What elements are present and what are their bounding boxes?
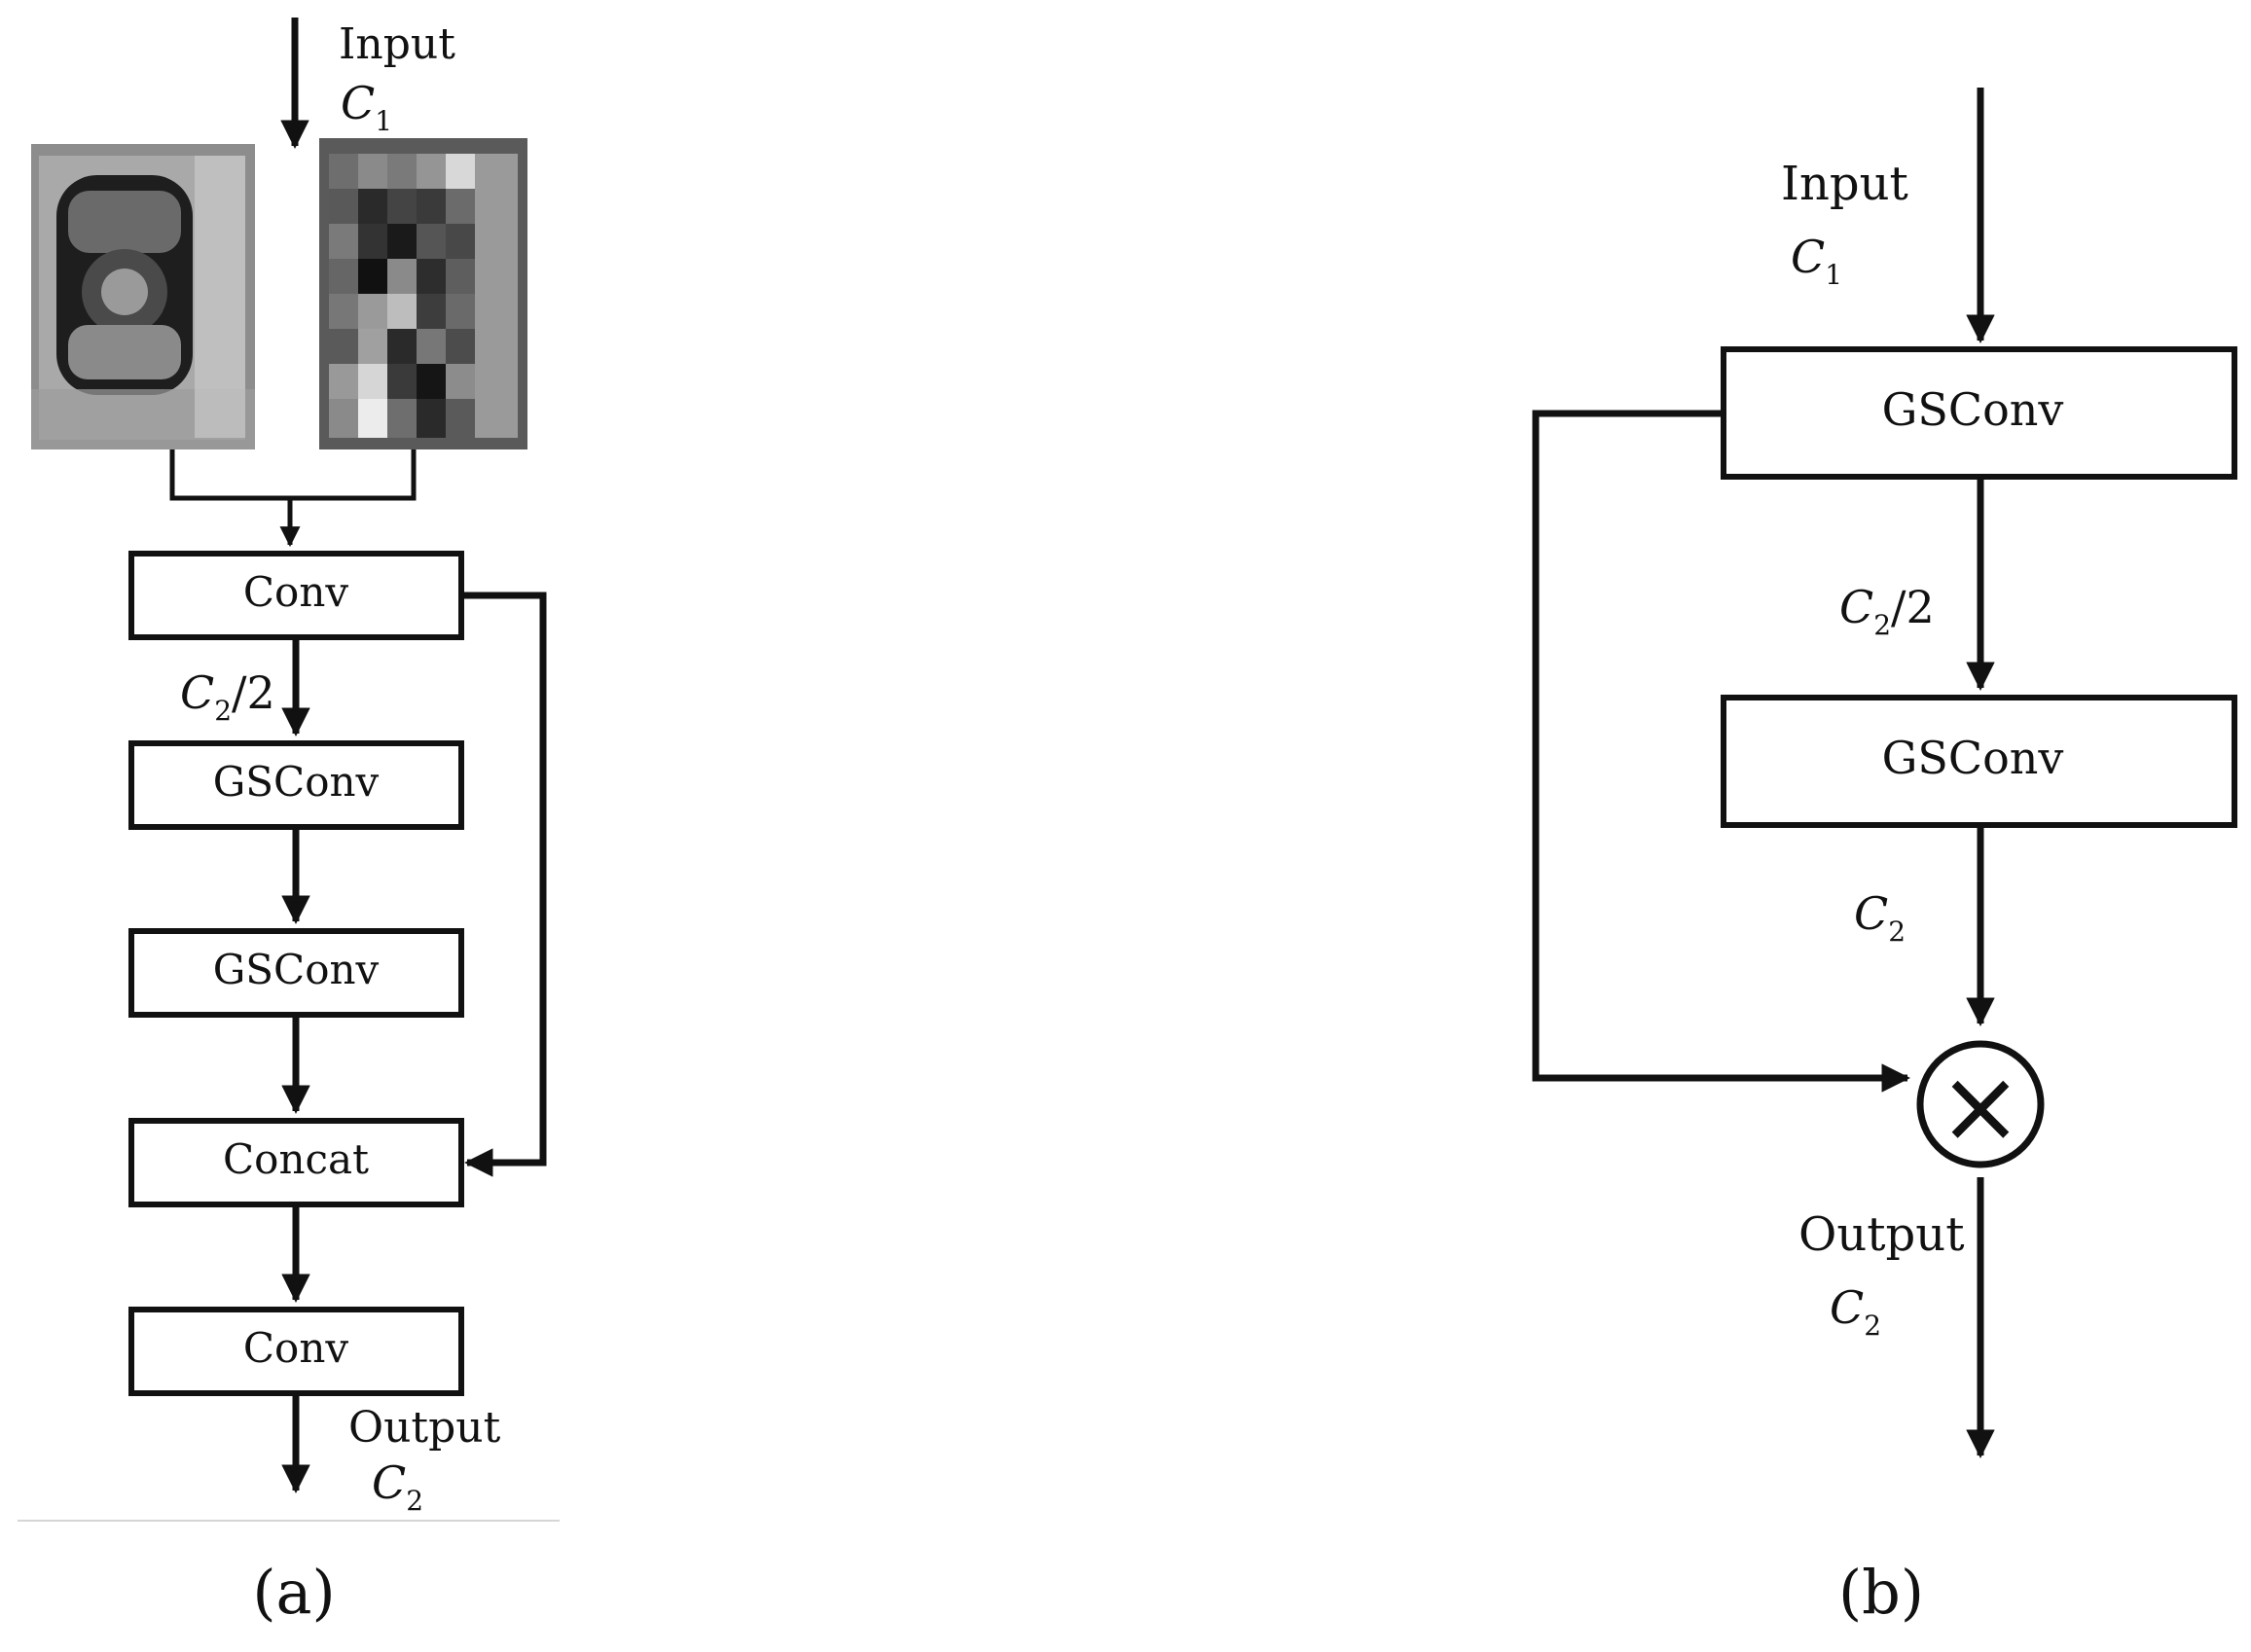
panel-b-mid-channels: C2/2	[1839, 581, 1935, 641]
panel-a-input-label: Input	[339, 19, 455, 69]
panel-a-gsconv-1-label: GSConv	[213, 758, 380, 806]
panel-b-post-channels: C2	[1854, 887, 1906, 948]
panel-b-input-label: Input	[1781, 157, 1908, 211]
panel-a-input-channels: C1	[341, 77, 392, 137]
multiply-icon: ×	[1938, 1047, 2022, 1166]
panel-b: Input C1 GSConv C2/2 GSConv C2 × Output …	[1532, 88, 2237, 1628]
input-feature-image	[31, 144, 255, 449]
panel-b-input-channels: C1	[1791, 231, 1842, 291]
panel-b-output-label: Output	[1798, 1207, 1964, 1262]
panel-b-gsconv-top-box	[1721, 346, 2237, 480]
panel-b-gsconv-top-label: GSConv	[1882, 383, 2064, 436]
panel-a-mid-channels: C2/2	[180, 666, 275, 727]
merge-connector	[169, 449, 417, 501]
panel-b-gsconv-bottom-label: GSConv	[1882, 732, 2064, 784]
panel-a-conv-bottom-box	[128, 1307, 464, 1396]
panel-a-output-channels: C2	[372, 1456, 423, 1517]
panel-b-skip-connection	[1532, 410, 1910, 1093]
panel-a-skip-connection	[461, 592, 547, 1177]
panel-b-gsconv-bottom-box	[1721, 695, 2237, 828]
panel-a-output-label: Output	[348, 1403, 501, 1453]
panel-b-output-channels: C2	[1830, 1281, 1881, 1342]
panel-a-concat-box	[128, 1118, 464, 1207]
multiply-node	[1916, 1040, 2045, 1168]
panel-b-caption: (b)	[1838, 1557, 1924, 1628]
panel-a-gsconv-2-box	[128, 928, 464, 1018]
panel-a-caption: (a)	[252, 1557, 335, 1628]
panel-a: Input C1	[18, 18, 560, 1628]
panel-a-concat-label: Concat	[223, 1135, 369, 1183]
panel-a-gsconv-2-label: GSConv	[213, 946, 380, 993]
panel-a-gsconv-1-box	[128, 740, 464, 830]
input-pixelated-image	[319, 138, 527, 449]
panel-a-conv-top-label: Conv	[243, 568, 348, 616]
panel-a-conv-bottom-label: Conv	[243, 1324, 348, 1372]
